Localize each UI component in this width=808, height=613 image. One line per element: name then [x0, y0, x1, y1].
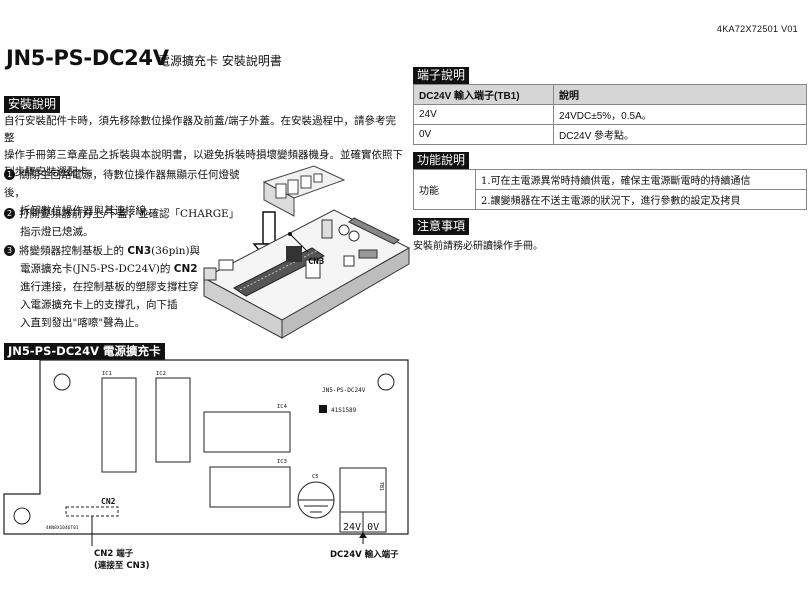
ic1-label: IC1 [102, 371, 112, 377]
tb1-callout: DC24V 輸入端子 [330, 550, 399, 560]
cn3-figure-label: CN3 [308, 257, 324, 267]
ic2-chip [155, 377, 191, 463]
ic3-label: IC3 [277, 459, 287, 465]
table-row: 24V 24VDC±5%，0.5A。 [413, 104, 807, 125]
cn2-callout-title: CN2 端子 [94, 549, 134, 559]
board-heading: JN5-PS-DC24V 電源擴充卡 [4, 343, 165, 360]
step-text: (36pin)與 [151, 245, 201, 257]
tb1-label: TB1 [378, 482, 384, 491]
step-text-bold: CN3 [127, 245, 152, 257]
doc-title-subtitle: 電源擴充卡 安裝說明書 [158, 54, 282, 68]
pcb-number-label: 4KN8X1046T01 [46, 525, 79, 531]
table-row: 功能 1.可在主電源異常時持續供電，確保主電源斷電時的持續通信 [413, 169, 807, 210]
table-cell: 24V [413, 104, 554, 125]
install-intro-line: 自行安裝配件卡時，須先移除數位操作器及前蓋/端子外蓋。在安裝過程中，請參考完整 [4, 115, 397, 144]
caution-text: 安裝前請務必研讀操作手冊。 [413, 241, 543, 252]
step-text: 拆卸數位操作器與其連接線。 [20, 205, 157, 217]
install-step-2: 2 打開變頻器前方上/下蓋，並確認「CHARGE」 指示燈已熄滅。 [4, 205, 244, 241]
document-id: 4KA72X72501 V01 [716, 24, 798, 34]
step-text: 指示燈已熄滅。 [20, 226, 94, 238]
step-text: 入電源擴充卡上的支撐孔，向下插 [20, 299, 178, 311]
tb1-terminal-text: 24V 0V [343, 522, 379, 533]
step-text: 關閉主回路電源，待數位操作器無顯示任何燈號後， [4, 169, 240, 199]
cn2-callout: CN2 端子 (連接至 CN3) [94, 548, 150, 572]
marker-square [319, 405, 327, 413]
cn2-connector [65, 506, 119, 517]
table-row: 0V DC24V 參考點。 [413, 124, 807, 145]
ic4-chip [203, 411, 291, 453]
ic3-chip [209, 466, 291, 508]
table-header-cell: DC24V 輸入端子(TB1) [413, 84, 554, 105]
install-intro-line: 操作手冊第三章產品之拆裝與本說明書，以避免拆裝時損壞變頻器機身。並確實依照下 [4, 149, 403, 161]
table-header-row: DC24V 輸入端子(TB1) 說明 [413, 84, 807, 105]
table-header-cell: 說明 [553, 84, 807, 105]
table-cell: DC24V 參考點。 [553, 124, 807, 145]
board-model-label: JN5-PS-DC24V [322, 387, 366, 394]
cn2-board-label: CN2 [101, 497, 116, 506]
step-text: 打開變頻器前方上/下蓋，並確認「CHARGE」 [19, 208, 240, 220]
mounting-hole [377, 373, 395, 391]
step-text: 電源擴充卡(JN5-PS-DC24V)的 [20, 263, 174, 275]
doc-title-model: JN5-PS-DC24V [6, 46, 169, 70]
step-number-badge: 2 [4, 208, 15, 219]
install-heading: 安裝說明 [4, 96, 61, 113]
step-text: 入直到發出"喀嚓"聲為止。 [20, 317, 146, 329]
install-intro-line: 列步驟安裝選配卡。 [4, 166, 99, 178]
step-text: 將變頻器控制基板上的 [19, 245, 128, 257]
mounting-hole [53, 373, 71, 391]
step-text: 進行連接，在控制基板的塑膠支撐柱穿 [20, 281, 199, 293]
mounting-hole [13, 507, 31, 525]
board-code-label: 41S1589 [331, 407, 357, 414]
function-item: 1.可在主電源異常時持續供電，確保主電源斷電時的持續通信 [475, 169, 807, 190]
function-table: 功能 1.可在主電源異常時持續供電，確保主電源斷電時的持續通信 2.讓變頻器在不… [413, 169, 807, 210]
install-intro: 自行安裝配件卡時，須先移除數位操作器及前蓋/端子外蓋。在安裝過程中，請參考完整 … [4, 113, 404, 181]
terminal-table: DC24V 輸入端子(TB1) 說明 24V 24VDC±5%，0.5A。 0V… [413, 84, 807, 145]
board-diagram: IC1 IC2 IC4 IC3 JN5-PS-DC24V 41S1589 C5 … [3, 359, 409, 546]
ic4-label: IC4 [277, 404, 288, 410]
function-item: 2.讓變頻器在不送主電源的狀況下，進行參數的設定及拷貝 [475, 189, 807, 210]
install-step-3: 3 將變頻器控制基板上的 CN3(36pin)與 電源擴充卡(JN5-PS-DC2… [4, 242, 214, 332]
installation-illustration: CN3 [202, 165, 411, 339]
cn2-callout-sub: (連接至 CN3) [94, 561, 150, 571]
function-heading: 功能說明 [413, 152, 470, 169]
step-text-bold: CN2 [173, 263, 198, 275]
table-cell: 0V [413, 124, 554, 145]
caution-heading: 注意事項 [413, 218, 470, 235]
terminal-heading: 端子說明 [413, 67, 470, 84]
ic1-chip [101, 377, 137, 473]
ic2-label: IC2 [156, 371, 166, 377]
table-row: 2.讓變頻器在不送主電源的狀況下，進行參數的設定及拷貝 [414, 189, 807, 210]
step-number-badge: 3 [4, 245, 15, 256]
c5-label: C5 [312, 474, 319, 480]
step-number-badge: 1 [4, 169, 15, 180]
table-cell: 24VDC±5%，0.5A。 [553, 104, 807, 125]
function-label-cell: 功能 [413, 169, 476, 210]
